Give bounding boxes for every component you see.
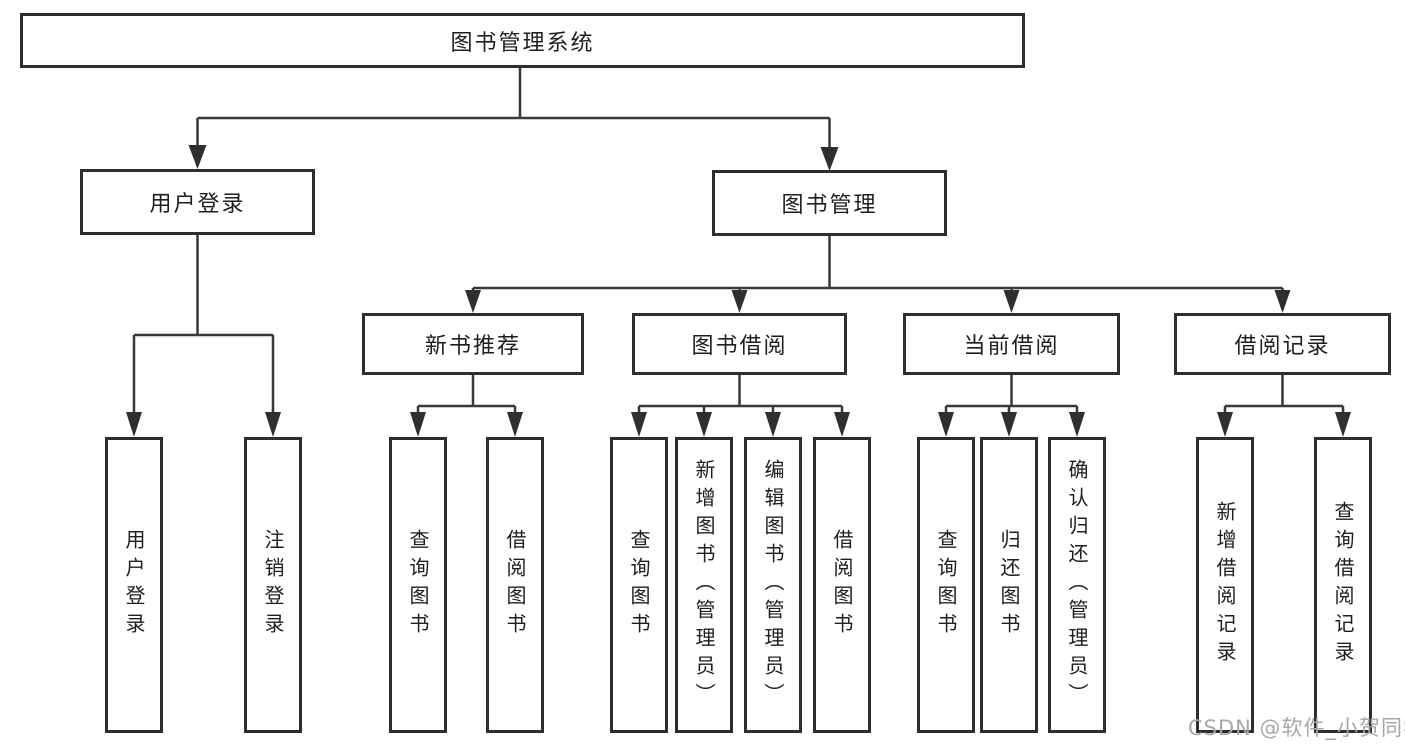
leaf-borrow-books-borrowing-label: 借阅图书 [830,529,854,641]
leaf-user-login-label: 用户登录 [122,529,146,641]
leaf-query-books-borrowing-label: 查询图书 [627,529,651,641]
leaf-borrow-books-recommend-label: 借阅图书 [503,529,527,641]
leaf-logout-label: 注销登录 [261,529,285,641]
node-borrowing-records: 借阅记录 [1174,313,1391,375]
leaf-logout: 注销登录 [244,437,302,733]
leaf-confirm-return-admin: 确认归还（管理员） [1048,437,1106,733]
leaf-query-borrow-record-label: 查询借阅记录 [1331,501,1355,669]
node-current-borrowing: 当前借阅 [903,313,1120,375]
leaf-query-books-recommend-label: 查询图书 [406,529,430,641]
leaf-return-books-label: 归还图书 [997,529,1021,641]
leaf-query-borrow-record: 查询借阅记录 [1314,437,1372,733]
leaf-query-books-recommend: 查询图书 [389,437,447,733]
node-book-borrowing: 图书借阅 [632,313,847,375]
leaf-confirm-return-admin-label: 确认归还（管理员） [1065,459,1089,711]
leaf-add-book-admin: 新增图书（管理员） [675,437,733,733]
leaf-query-books-current-label: 查询图书 [934,529,958,641]
leaf-query-books-borrowing: 查询图书 [610,437,668,733]
leaf-borrow-books-borrowing: 借阅图书 [813,437,871,733]
leaf-add-borrow-record: 新增借阅记录 [1196,437,1254,733]
leaf-borrow-books-recommend: 借阅图书 [486,437,544,733]
node-root: 图书管理系统 [20,13,1025,68]
leaf-add-borrow-record-label: 新增借阅记录 [1213,501,1237,669]
leaf-return-books: 归还图书 [980,437,1038,733]
node-user-login: 用户登录 [80,169,315,235]
watermark-text: CSDN @软件_小贺同学 [1188,716,1405,740]
leaf-user-login: 用户登录 [105,437,163,733]
node-book-management: 图书管理 [712,170,947,236]
node-new-book-recommend: 新书推荐 [362,313,584,375]
leaf-query-books-current: 查询图书 [917,437,975,733]
leaf-add-book-admin-label: 新增图书（管理员） [692,459,716,711]
leaf-edit-book-admin-label: 编辑图书（管理员） [761,459,785,711]
leaf-edit-book-admin: 编辑图书（管理员） [744,437,802,733]
